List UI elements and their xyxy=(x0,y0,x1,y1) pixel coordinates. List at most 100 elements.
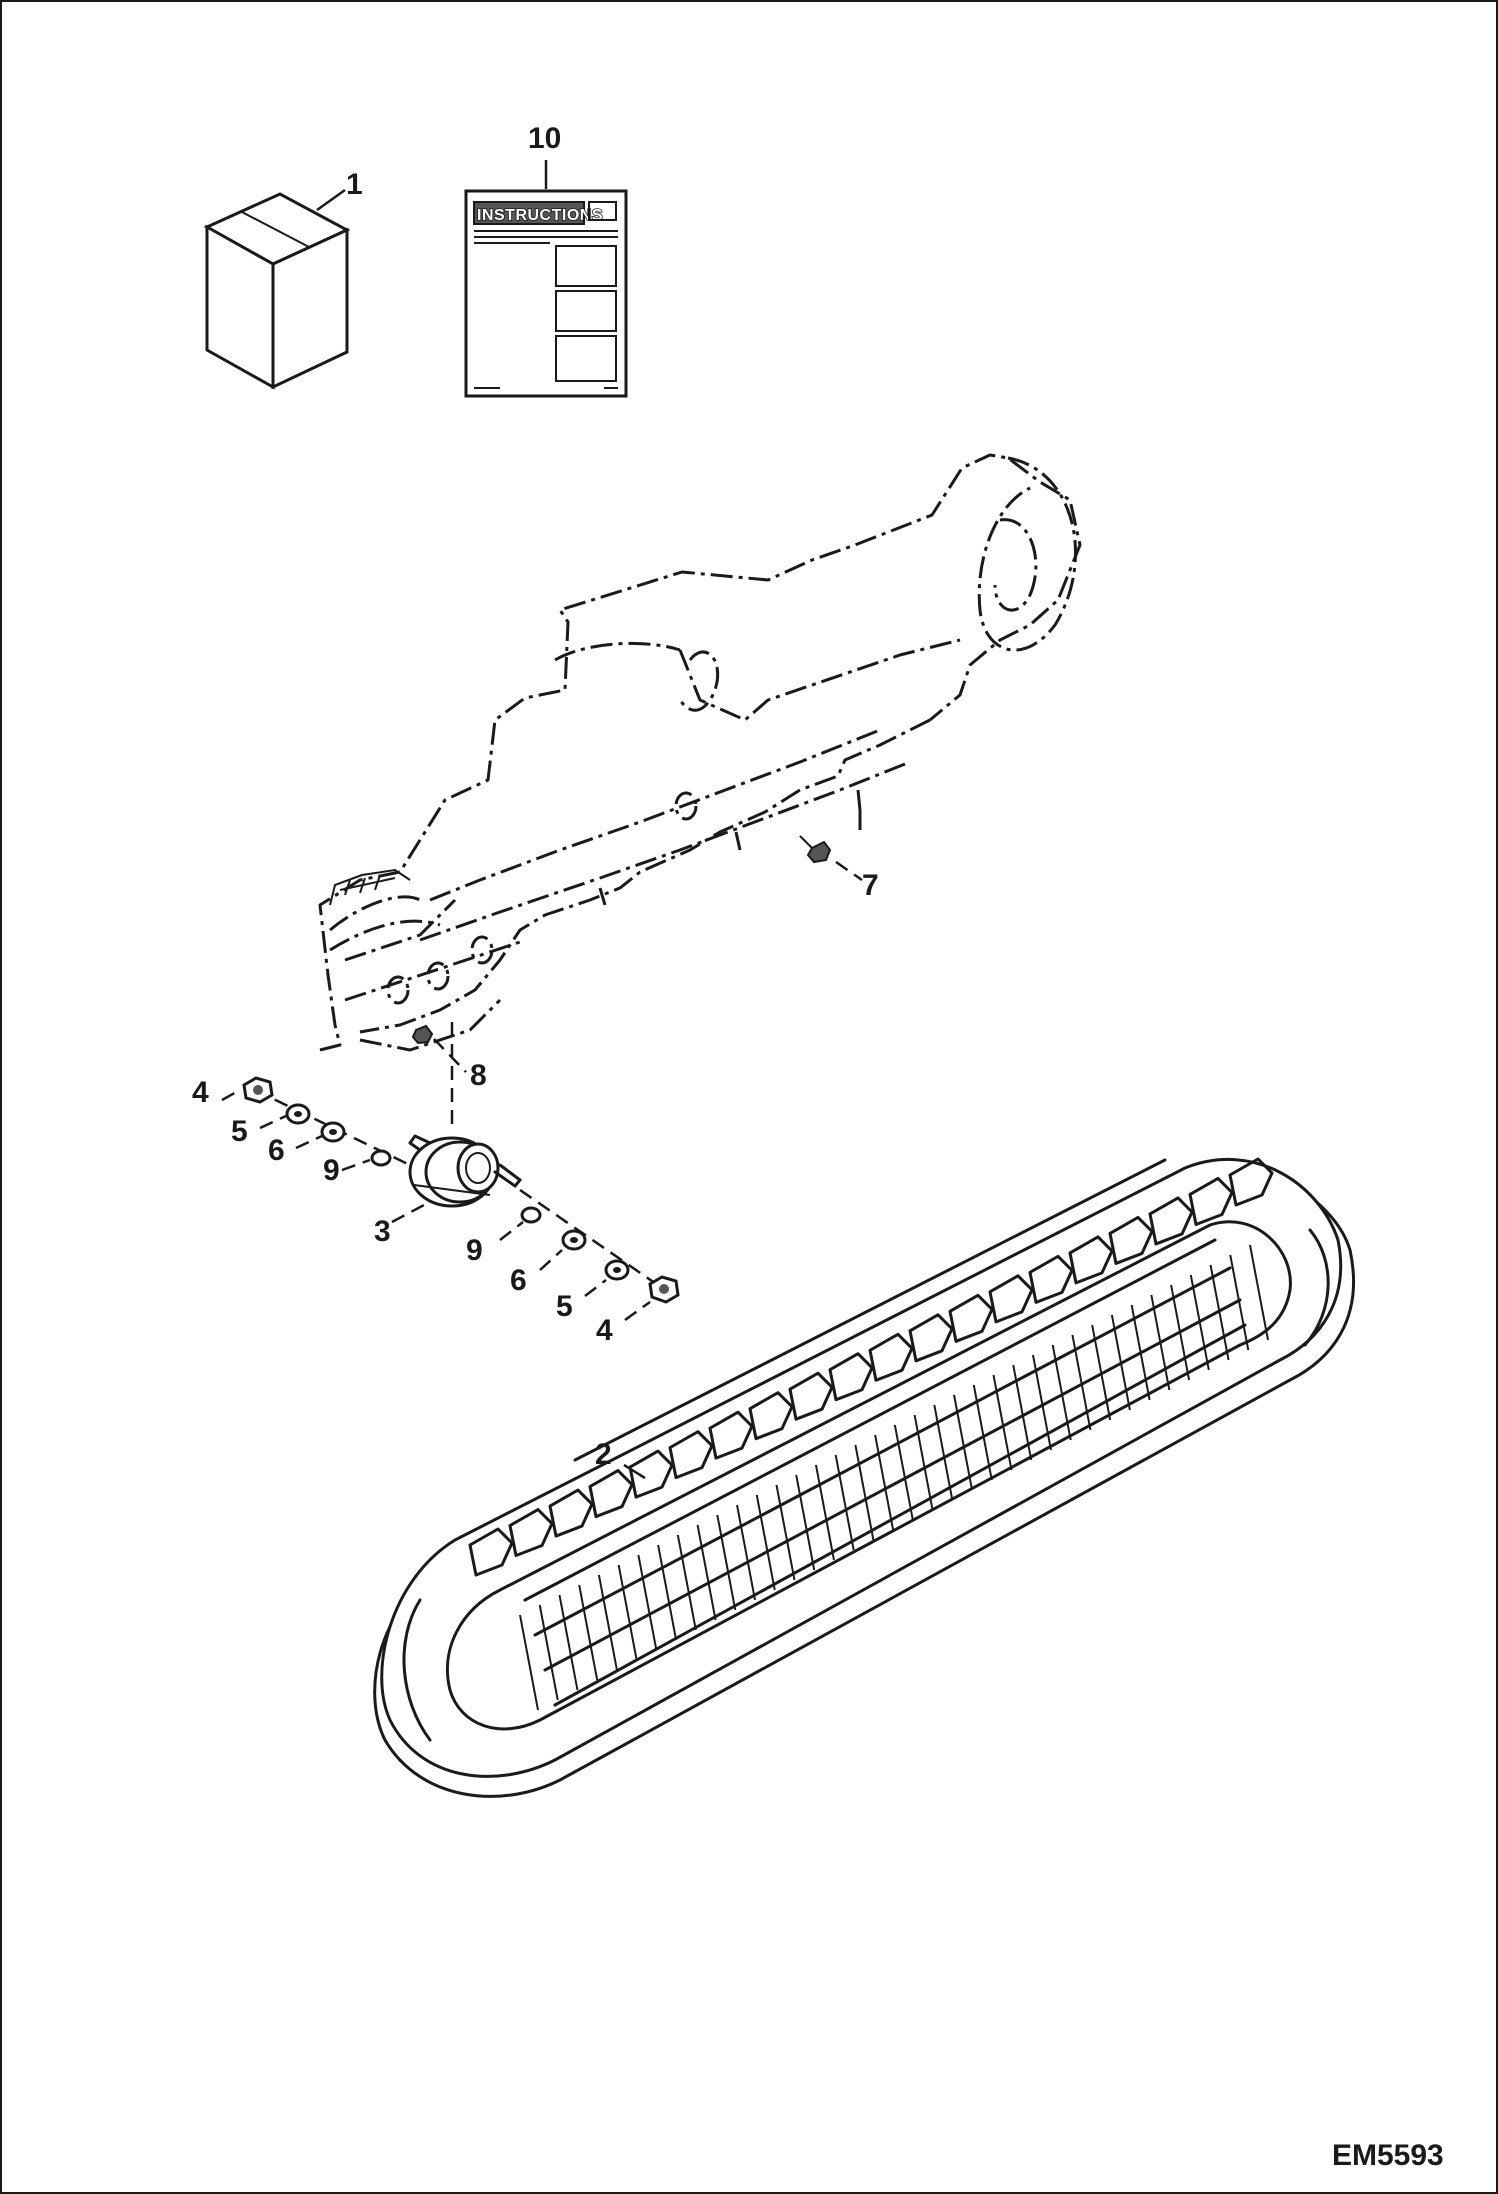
o-ring-icon-upper[interactable] xyxy=(370,1149,392,1167)
track-rib xyxy=(814,1464,835,1561)
track-rib xyxy=(1130,1304,1151,1401)
track-lug xyxy=(788,1371,834,1421)
track-lug xyxy=(988,1274,1034,1324)
leader-6a xyxy=(295,1134,323,1150)
track-lug xyxy=(588,1469,634,1519)
axis-line-lower xyxy=(519,1188,666,1292)
callout-2: 2 xyxy=(595,1438,612,1471)
track-rib xyxy=(1189,1274,1210,1371)
track-frame-phantom xyxy=(318,453,1082,1052)
leader-7 xyxy=(835,860,863,882)
track-rib xyxy=(657,1544,678,1641)
nut-icon-upper[interactable] xyxy=(242,1076,274,1104)
track-lug xyxy=(908,1313,954,1363)
track-rib xyxy=(854,1444,875,1541)
track-lug xyxy=(828,1352,874,1402)
track-lug xyxy=(668,1430,714,1480)
track-lug xyxy=(468,1527,514,1577)
track-lug xyxy=(868,1332,914,1382)
rubber-track-icon[interactable] xyxy=(373,1157,1355,1798)
track-lug xyxy=(948,1293,994,1343)
washer-icon-5-lower[interactable] xyxy=(604,1259,630,1281)
leader-1 xyxy=(316,188,346,212)
callout-6a: 6 xyxy=(268,1134,285,1167)
track-rib xyxy=(519,1614,539,1711)
track-rib xyxy=(953,1394,974,1491)
leader-8 xyxy=(433,1038,467,1073)
track-lug xyxy=(1068,1235,1114,1285)
track-lug xyxy=(508,1508,554,1558)
leader-6b xyxy=(539,1249,563,1271)
washer-icon-6-upper[interactable] xyxy=(320,1121,346,1143)
callout-1: 1 xyxy=(346,168,363,201)
leader-4b xyxy=(624,1300,651,1322)
callout-8: 8 xyxy=(470,1059,487,1092)
track-lug xyxy=(628,1449,674,1499)
instruction-sheet-icon[interactable]: INSTRUCTIONS xyxy=(464,189,628,398)
washer-icon-6-lower[interactable] xyxy=(561,1229,587,1251)
track-rib xyxy=(972,1384,993,1481)
track-rib xyxy=(1012,1364,1033,1461)
track-rib xyxy=(597,1574,618,1671)
callout-6b: 6 xyxy=(510,1264,527,1297)
track-rib xyxy=(637,1554,658,1651)
track-rib xyxy=(1110,1314,1131,1411)
track-lug xyxy=(1188,1176,1234,1226)
track-rib xyxy=(893,1424,914,1521)
track-rib xyxy=(1051,1344,1072,1441)
callout-10: 10 xyxy=(528,122,561,155)
track-rib xyxy=(1209,1264,1230,1361)
track-lug xyxy=(548,1488,594,1538)
callout-9a: 9 xyxy=(323,1154,340,1187)
track-rib xyxy=(1229,1254,1250,1351)
track-lug xyxy=(1148,1196,1194,1246)
track-lug xyxy=(748,1391,794,1441)
track-rib xyxy=(558,1594,579,1691)
track-lug xyxy=(708,1410,754,1460)
leader-9b xyxy=(499,1221,524,1241)
track-rib xyxy=(795,1474,816,1571)
figure-code: EM5593 xyxy=(1332,2139,1444,2172)
track-rib xyxy=(775,1484,796,1581)
track-rib xyxy=(834,1454,855,1551)
leader-5b xyxy=(584,1279,607,1297)
callout-4b: 4 xyxy=(596,1314,613,1347)
callout-7: 7 xyxy=(862,869,879,902)
box-icon[interactable] xyxy=(203,192,351,390)
track-rib xyxy=(1170,1284,1191,1381)
roller-icon[interactable] xyxy=(408,1134,522,1208)
instruction-sheet-text: INSTRUCTIONS xyxy=(477,207,603,224)
track-rib xyxy=(617,1564,638,1661)
track-rib xyxy=(1091,1324,1112,1421)
callout-5b: 5 xyxy=(556,1290,573,1323)
track-rib xyxy=(676,1534,697,1631)
leader-3 xyxy=(391,1203,425,1224)
track-lug xyxy=(1028,1254,1074,1304)
leader-2 xyxy=(623,1463,646,1480)
track-rib xyxy=(1031,1354,1052,1451)
track-rib xyxy=(1071,1334,1092,1431)
track-lug xyxy=(1108,1215,1154,1265)
track-rib xyxy=(933,1404,954,1501)
track-rib xyxy=(1249,1244,1269,1341)
fitting-icon-7[interactable] xyxy=(799,835,832,864)
fitting-icon-8[interactable] xyxy=(411,1024,434,1045)
nut-icon-lower[interactable] xyxy=(648,1275,680,1304)
track-rib xyxy=(755,1494,776,1591)
track-rib xyxy=(696,1524,717,1621)
callout-9b: 9 xyxy=(466,1234,483,1267)
track-lug xyxy=(1228,1157,1274,1207)
track-rib xyxy=(1150,1294,1171,1391)
track-rib xyxy=(736,1504,757,1601)
leader-5a xyxy=(259,1114,287,1130)
o-ring-icon-lower[interactable] xyxy=(520,1206,542,1224)
washer-icon-5-upper[interactable] xyxy=(285,1103,311,1125)
track-rib xyxy=(874,1434,895,1531)
track-rib xyxy=(578,1584,599,1681)
track-rib xyxy=(716,1514,737,1611)
track-rib xyxy=(538,1604,559,1701)
callout-3: 3 xyxy=(374,1215,391,1248)
leader-4a xyxy=(221,1088,241,1102)
callout-5a: 5 xyxy=(231,1115,248,1148)
